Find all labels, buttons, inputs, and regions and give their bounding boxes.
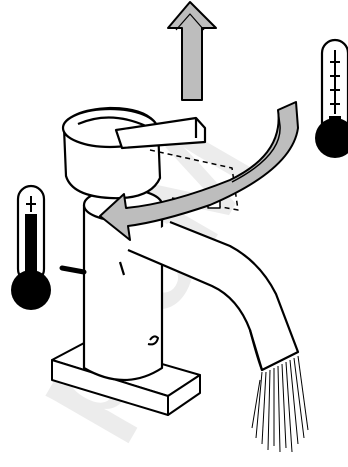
hot-thermometer-icon xyxy=(11,186,51,310)
up-arrow-icon xyxy=(168,2,216,100)
water-stream-icon xyxy=(252,356,308,452)
cold-thermometer-icon xyxy=(315,40,348,158)
